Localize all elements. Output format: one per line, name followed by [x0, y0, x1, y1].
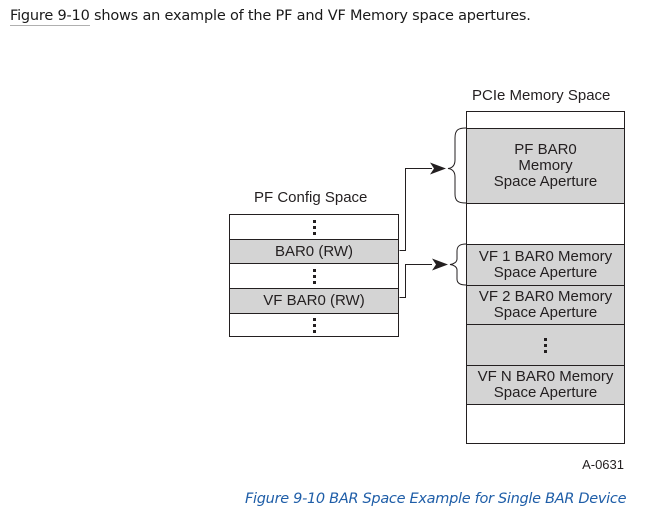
vf2-line-1: VF 2 BAR0 Memory — [478, 288, 613, 305]
vfn-line-1: VF N BAR0 Memory — [477, 368, 614, 385]
pf-aperture-brace — [447, 127, 467, 204]
figure-reference-id: A-0631 — [582, 457, 624, 472]
intro-text: shows an example of the PF and VF Memory… — [89, 8, 531, 24]
pf-config-space: BAR0 (RW) VF BAR0 (RW) — [229, 214, 399, 337]
vfn-line-2: Space Aperture — [493, 384, 598, 401]
pcie-memory-space: PF BAR0 Memory Space Aperture VF 1 BAR0 … — [466, 111, 625, 444]
vf2-bar0-aperture: VF 2 BAR0 Memory Space Aperture — [467, 285, 624, 324]
pcie-free-bottom — [467, 404, 624, 443]
vf1-bar0-aperture: VF 1 BAR0 Memory Space Aperture — [467, 244, 624, 285]
config-ellipsis-top — [230, 215, 398, 239]
vf2-line-2: Space Aperture — [493, 304, 598, 321]
vf-apertures-ellipsis — [467, 324, 624, 365]
vf-bar0-register: VF BAR0 (RW) — [230, 288, 398, 313]
figure-link[interactable]: Figure 9-10 — [10, 8, 90, 26]
vf-apertures-brace — [449, 243, 467, 286]
pf-bar0-aperture: PF BAR0 Memory Space Aperture — [467, 128, 624, 203]
bar0-connector — [399, 168, 432, 251]
vertical-ellipsis-icon — [544, 337, 547, 353]
vertical-ellipsis-icon — [312, 317, 316, 333]
pf-aperture-line-3: Space Aperture — [493, 173, 598, 190]
vf1-line-1: VF 1 BAR0 Memory — [478, 248, 613, 265]
arrow-head-icon — [430, 162, 446, 175]
figure-caption: Figure 9-10 BAR Space Example for Single… — [245, 491, 627, 507]
bar0-register: BAR0 (RW) — [230, 239, 398, 263]
arrow-head-icon — [432, 258, 448, 271]
pcie-space-title: PCIe Memory Space — [472, 87, 611, 104]
vertical-ellipsis-icon — [312, 219, 316, 235]
vfn-bar0-aperture: VF N BAR0 Memory Space Aperture — [467, 365, 624, 404]
pf-aperture-line-2: Memory — [518, 157, 573, 174]
pf-aperture-line-1: PF BAR0 — [514, 141, 577, 158]
config-ellipsis-bottom — [230, 313, 398, 336]
pf-config-title: PF Config Space — [254, 189, 368, 206]
config-ellipsis-mid — [230, 263, 398, 288]
intro-sentence: Figure 9-10 shows an example of the PF a… — [10, 8, 531, 26]
vf1-line-2: Space Aperture — [493, 264, 598, 281]
vf-bar0-connector — [399, 264, 432, 298]
pcie-free-mid — [467, 203, 624, 244]
vertical-ellipsis-icon — [312, 268, 316, 284]
